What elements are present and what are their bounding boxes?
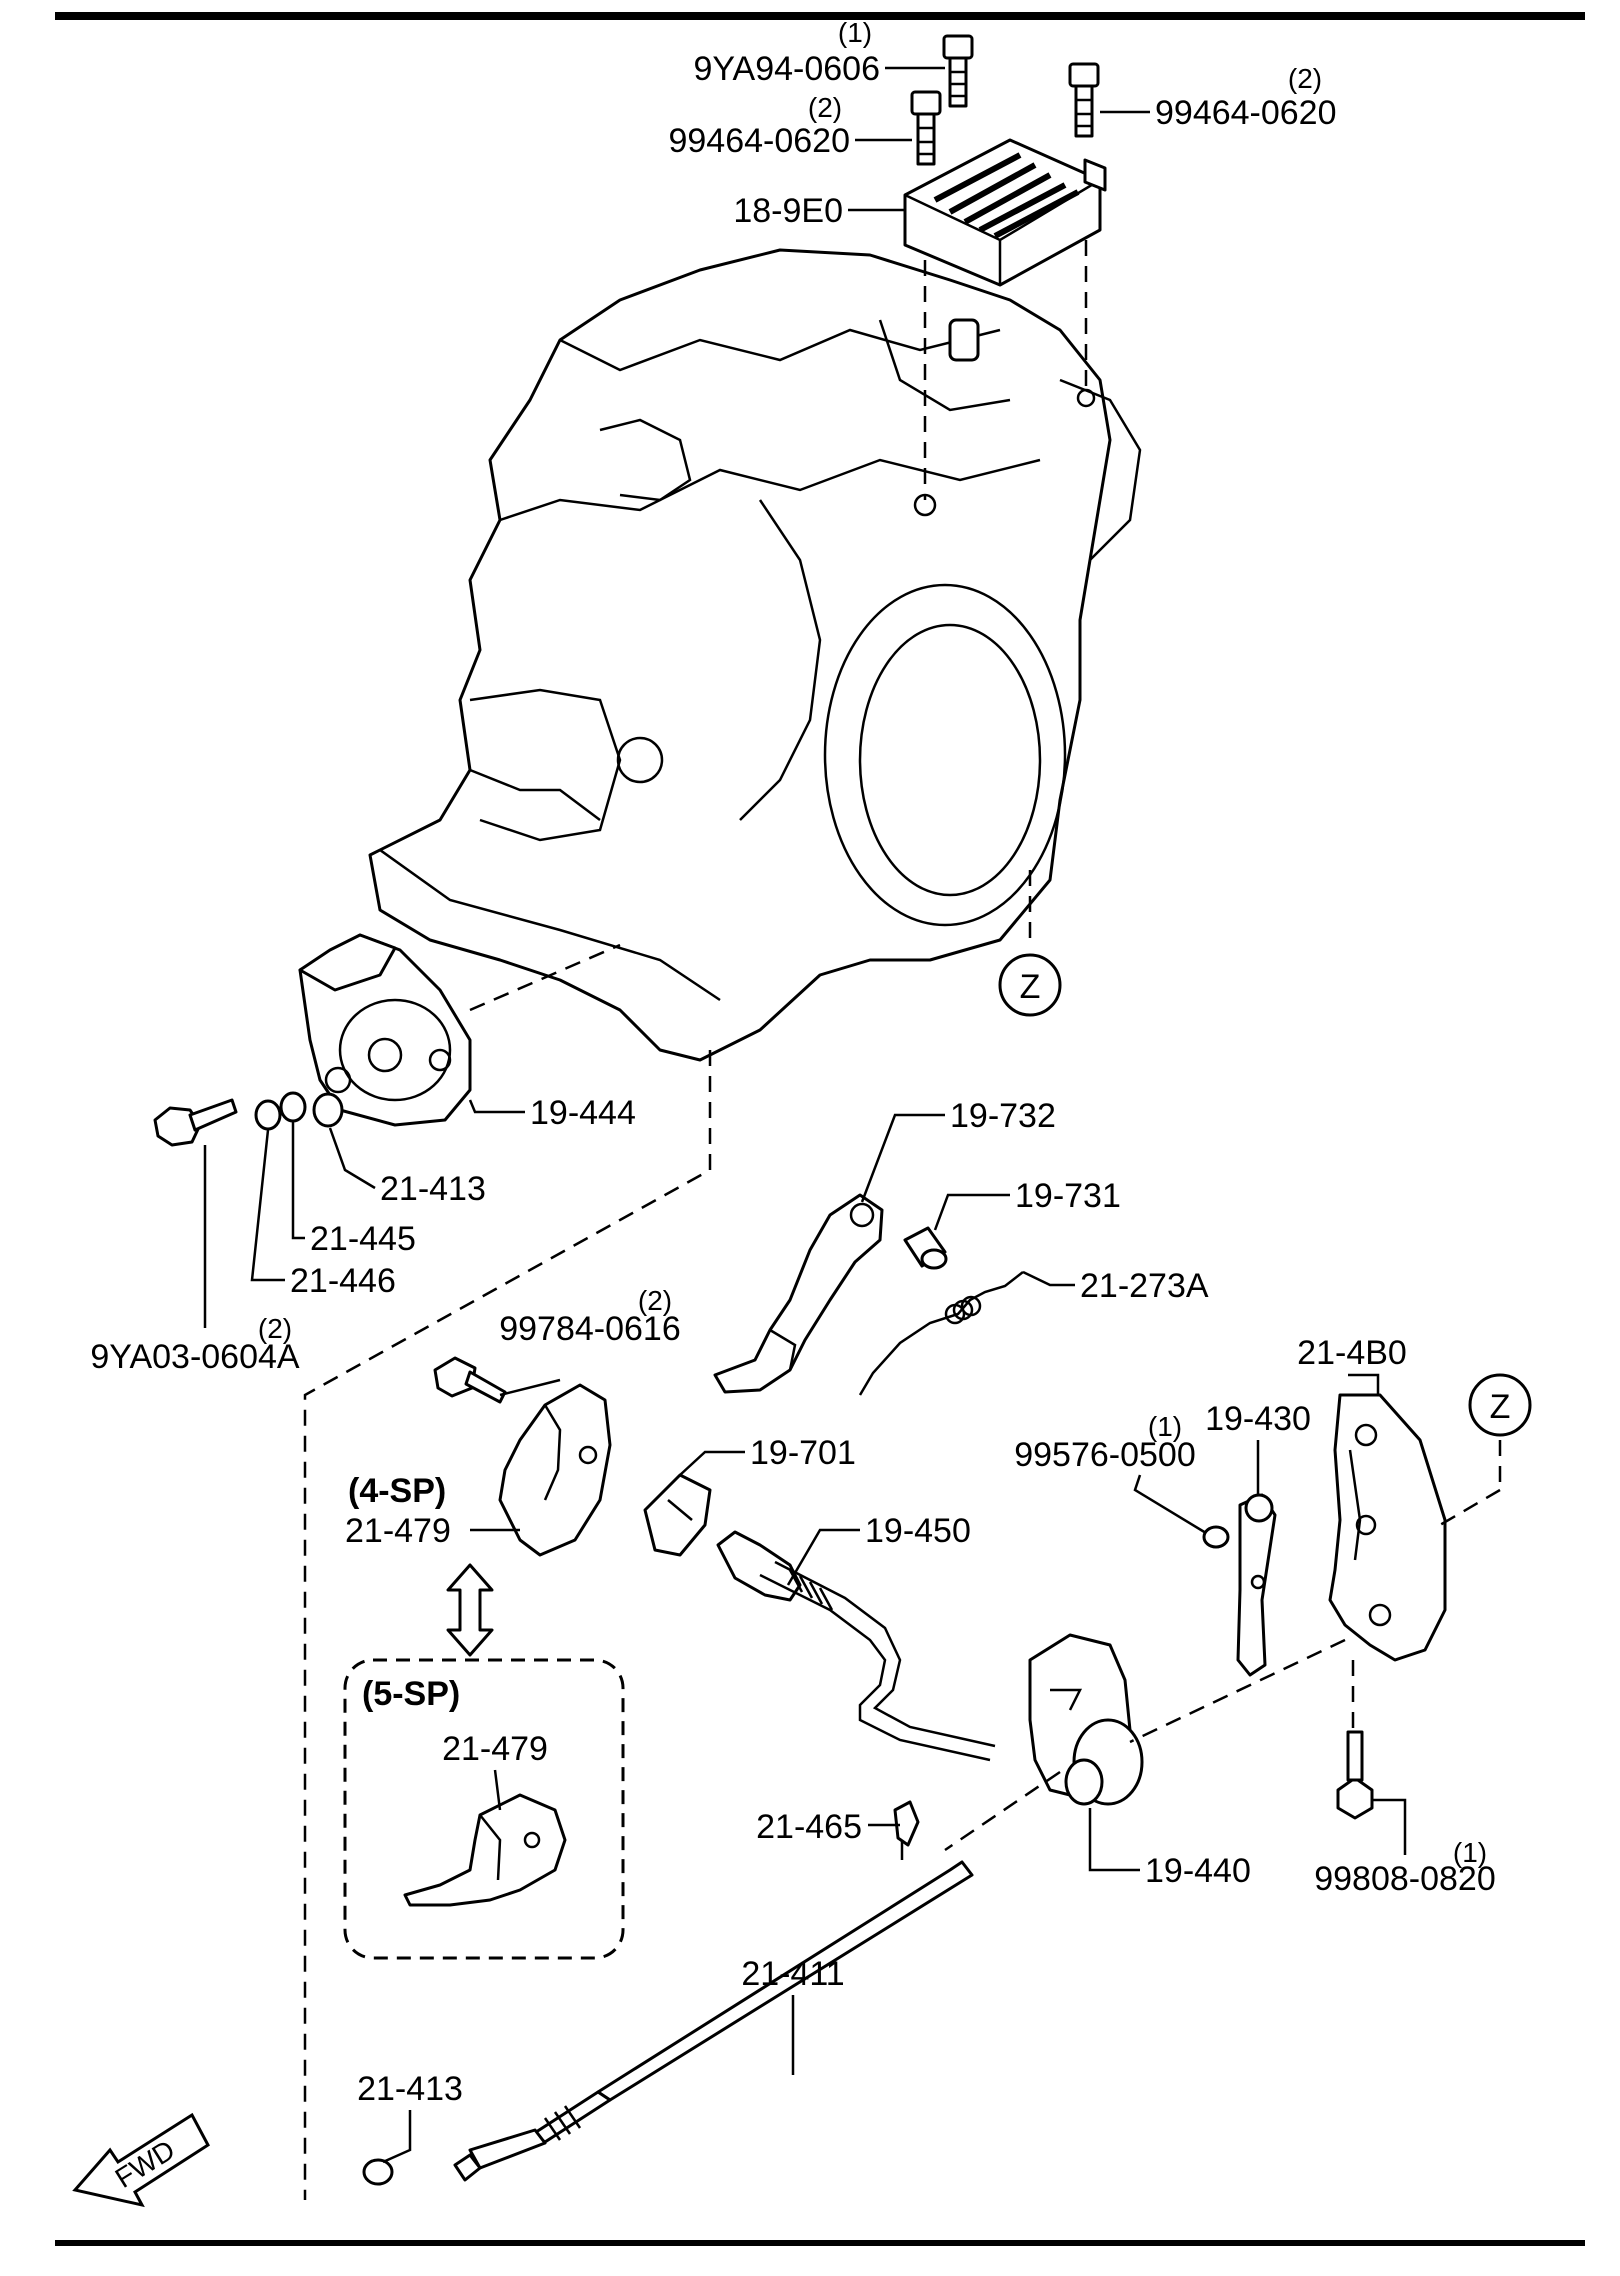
- label-21-465: 21-465: [756, 1808, 862, 1846]
- label-21-479-5sp: 21-479: [442, 1730, 548, 1768]
- variant-5sp-label: (5-SP): [362, 1675, 460, 1713]
- cam-19-701: [643, 1473, 712, 1557]
- qty-9ya03-0604a: (2): [258, 1313, 292, 1344]
- label-19-430: 19-430: [1205, 1400, 1311, 1438]
- label-21-479-4sp: 21-479: [345, 1512, 451, 1550]
- detent-spring-5sp: [403, 1793, 567, 1907]
- part-labels: (1) 9YA94-0606 (2) 99464-0620 (2) 99464-…: [90, 17, 1495, 2108]
- label-21-4b0: 21-4B0: [1297, 1334, 1407, 1372]
- bolt-99464-0620-left: [910, 90, 942, 166]
- top-rule: [55, 12, 1585, 20]
- label-19-731: 19-731: [1015, 1177, 1121, 1215]
- detent-spring-4sp: [498, 1383, 612, 1557]
- qty-99464-0620-left: (2): [808, 92, 842, 123]
- pin-21-465: [893, 1800, 920, 1860]
- label-21-446: 21-446: [290, 1262, 396, 1300]
- spring-21-273a: [858, 1271, 1024, 1396]
- clip-99576-0500: [1202, 1525, 1230, 1549]
- variant-swap-arrow: [446, 1563, 494, 1657]
- reference-marker-z-right: Z: [1468, 1373, 1532, 1437]
- lever-19-430: [1236, 1493, 1277, 1677]
- qty-99808-0820: (1): [1453, 1837, 1487, 1868]
- qty-9ya94-0606: (1): [838, 17, 872, 48]
- detent-lever: [713, 1193, 884, 1394]
- label-9ya03-0604a: 9YA03-0604A: [90, 1338, 300, 1376]
- label-19-701: 19-701: [750, 1434, 856, 1472]
- label-21-445: 21-445: [310, 1220, 416, 1258]
- qty-99576-0500: (1): [1148, 1411, 1182, 1442]
- label-19-440: 19-440: [1145, 1852, 1251, 1890]
- qty-99784-0616: (2): [638, 1285, 672, 1316]
- label-99784-0616: 99784-0616: [499, 1310, 681, 1348]
- cable-19-450: [716, 1530, 996, 1762]
- label-9ya94-0606: 9YA94-0606: [693, 50, 880, 88]
- o-ring-21-413-top: [312, 1092, 344, 1128]
- label-19-732: 19-732: [950, 1097, 1056, 1135]
- washer-21-446: [254, 1099, 282, 1131]
- washer-21-445: [279, 1091, 307, 1123]
- qty-99464-0620-right: (2): [1288, 63, 1322, 94]
- label-18-9e0: 18-9E0: [733, 192, 843, 230]
- manual-lever-19-440: [1028, 1633, 1144, 1806]
- transaxle-housing: [368, 248, 1142, 1062]
- label-19-450: 19-450: [865, 1512, 971, 1550]
- control-module: [903, 138, 1107, 287]
- reference-z-top-text: Z: [1020, 968, 1041, 1006]
- label-99808-0820: 99808-0820: [1314, 1860, 1496, 1898]
- o-ring-21-413-bottom: [362, 2158, 394, 2186]
- label-21-411: 21-411: [741, 1955, 844, 1993]
- variant-4sp-label: (4-SP): [348, 1472, 446, 1510]
- bolt-99464-0620-right: [1068, 62, 1100, 138]
- bolt-9ya94-0606: [942, 34, 974, 108]
- bolt-99784-0616: [433, 1356, 507, 1404]
- mount-boss: [948, 318, 980, 362]
- label-21-413-top: 21-413: [380, 1170, 486, 1208]
- label-21-273a: 21-273A: [1080, 1267, 1209, 1305]
- range-switch: [298, 933, 472, 1127]
- label-99576-0500: 99576-0500: [1014, 1436, 1196, 1474]
- leader-lines: [203, 66, 1407, 2164]
- bolt-9ya03-0604a: [153, 1098, 238, 1147]
- bracket-21-4b0: [1328, 1393, 1447, 1662]
- reference-z-right-text: Z: [1490, 1388, 1511, 1426]
- label-99464-0620-left: 99464-0620: [668, 122, 850, 160]
- roller-19-731: [903, 1226, 948, 1270]
- shaft-21-411: [453, 1860, 974, 2182]
- label-21-413-bottom: 21-413: [357, 2070, 463, 2108]
- bottom-rule: [55, 2240, 1585, 2246]
- bolt-99808-0820: [1336, 1730, 1374, 1820]
- reference-marker-z-top: Z: [998, 953, 1062, 1017]
- label-19-444: 19-444: [530, 1094, 636, 1132]
- fwd-direction-arrow: FWD: [72, 2112, 210, 2208]
- label-99464-0620-right: 99464-0620: [1155, 94, 1337, 132]
